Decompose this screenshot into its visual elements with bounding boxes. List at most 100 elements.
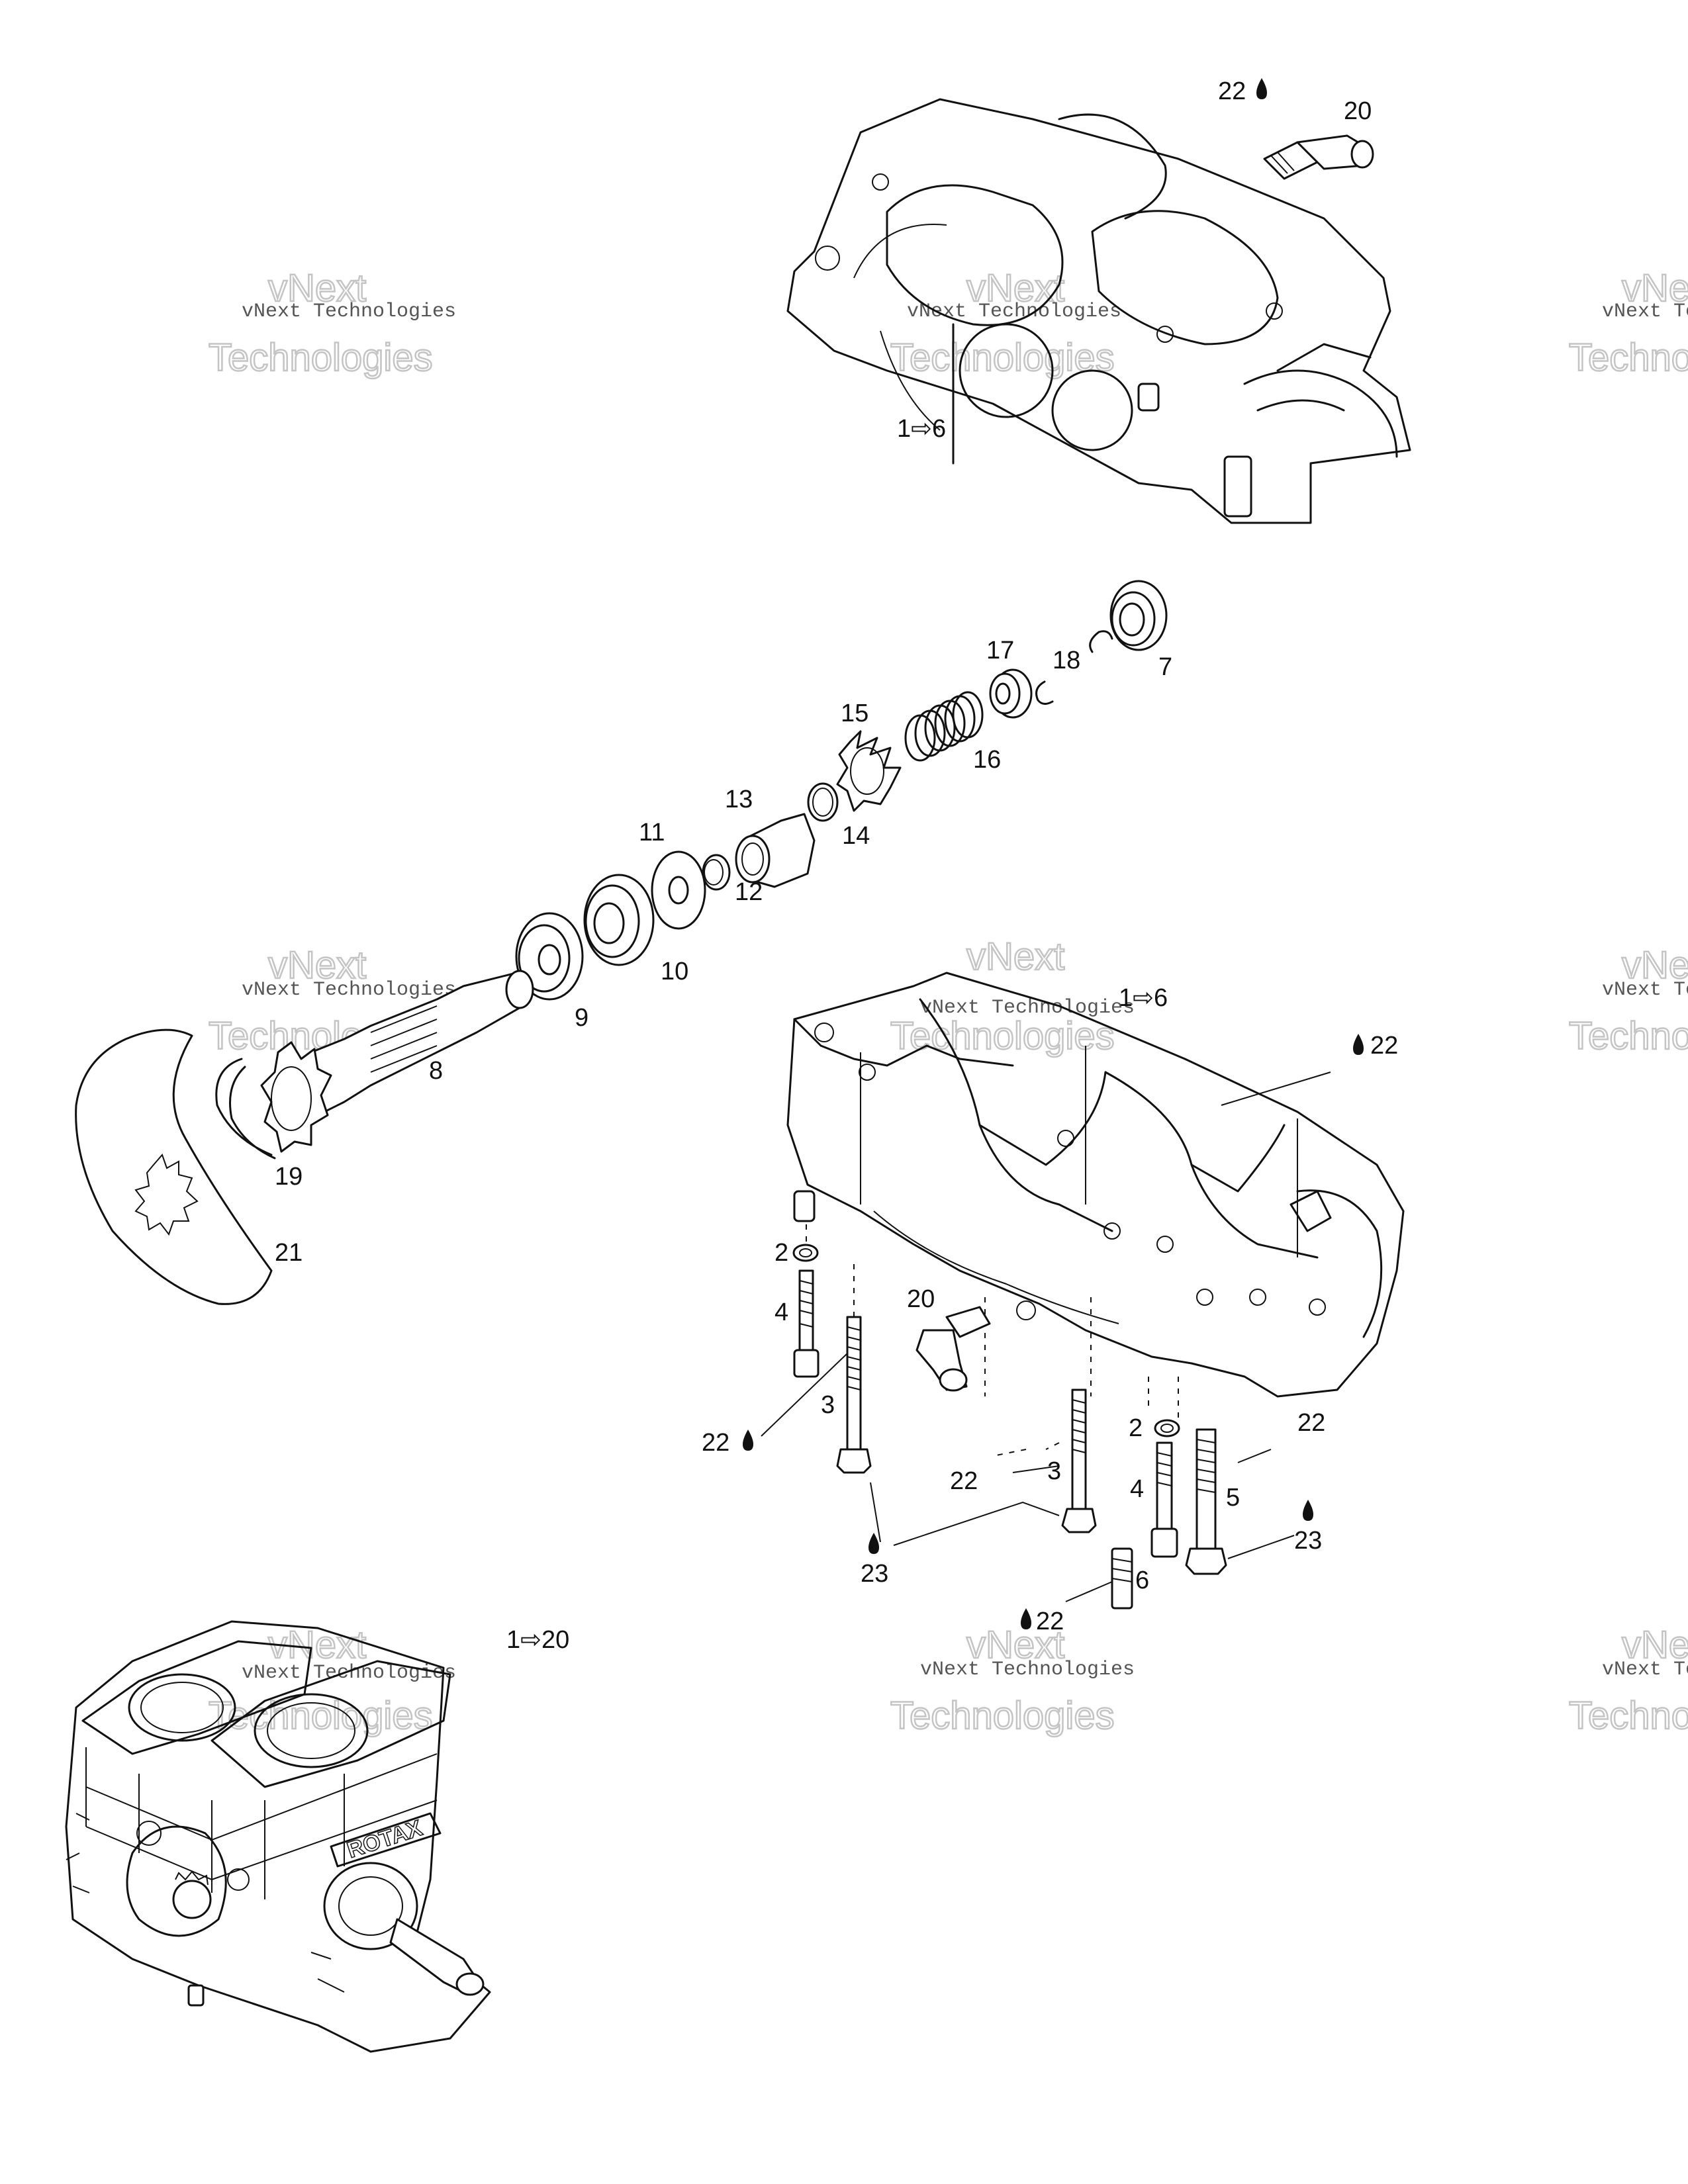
bearing-10 (583, 874, 655, 966)
label-4a: 4 (774, 1298, 788, 1326)
svg-text:vNext Technologies: vNext Technologies (1602, 1659, 1688, 1681)
svg-text:vNext Technologies: vNext Technologies (242, 979, 456, 1001)
label-8: 8 (429, 1057, 443, 1085)
label-14: 14 (842, 822, 870, 850)
seal-9 (515, 912, 584, 1001)
stud-6 (1111, 1547, 1133, 1610)
svg-text:vNext: vNext (1622, 944, 1688, 987)
label-15: 15 (841, 700, 868, 727)
label-12: 12 (735, 878, 763, 906)
label-22d: 22 (1297, 1409, 1325, 1437)
fitting-20-top (1263, 134, 1374, 180)
circlip-small (1035, 680, 1054, 705)
label-22a: 22 (1370, 1032, 1398, 1060)
label-22b: 22 (702, 1429, 729, 1457)
bolt-4a (793, 1269, 820, 1378)
label-11: 11 (639, 819, 665, 846)
callout-labels: 1⇨6 1⇨6 1⇨20 7 8 9 10 11 12 13 14 15 16 … (275, 77, 1398, 1654)
bolt-3a (836, 1316, 872, 1474)
assembly-lines (806, 1224, 1179, 1423)
svg-text:vNext Technologies: vNext Technologies (242, 1662, 456, 1684)
oil-drop-icon (868, 1533, 879, 1554)
oil-drop-icon (1256, 78, 1267, 99)
ref-engine: 1⇨20 (506, 1626, 569, 1654)
svg-text:vNext Technologies: vNext Technologies (1602, 979, 1688, 1001)
label-22c: 22 (950, 1467, 978, 1495)
label-3b: 3 (1047, 1457, 1061, 1485)
svg-text:vNext Technologies: vNext Technologies (242, 300, 456, 323)
label-4b: 4 (1130, 1475, 1144, 1503)
svg-text:Technologies: Technologies (890, 1015, 1115, 1058)
svg-text:vNext: vNext (268, 267, 366, 310)
svg-text:vNext: vNext (966, 267, 1064, 310)
label-23a: 23 (861, 1560, 888, 1588)
fitting-20-lower (915, 1306, 991, 1392)
svg-text:vNext: vNext (268, 944, 366, 987)
svg-text:Technologies: Technologies (209, 336, 433, 379)
label-16: 16 (973, 746, 1001, 774)
watermark-5: vNext Technologies vNext Technologies (890, 934, 1135, 1059)
circlip-19 (215, 1058, 276, 1160)
label-2b: 2 (1129, 1414, 1143, 1442)
oil-drop-icon (1021, 1608, 1031, 1629)
bearing-7 (1109, 580, 1168, 651)
ref-upper-case: 1⇨6 (897, 415, 946, 443)
shaft-8 (260, 970, 534, 1153)
watermark-7: vNext Technologies vNext Technologies (208, 1623, 456, 1739)
label-7: 7 (1158, 653, 1172, 681)
label-22-top: 22 (1218, 77, 1246, 105)
label-10: 10 (661, 958, 688, 985)
washer-2a (792, 1244, 819, 1262)
label-9: 9 (575, 1004, 588, 1032)
gear-15 (836, 730, 902, 812)
svg-text:vNext: vNext (966, 935, 1064, 978)
bolt-5 (1185, 1428, 1227, 1575)
label-13: 13 (725, 786, 753, 813)
ref-lower-case: 1⇨6 (1119, 984, 1168, 1012)
svg-text:Technologies: Technologies (1569, 336, 1688, 379)
watermark-6: vNext Technologies vNext Technologies (1568, 943, 1688, 1059)
label-5: 5 (1226, 1484, 1240, 1512)
engine-brand-text: ROTAX (344, 1815, 426, 1863)
svg-text:Technologies: Technologies (890, 1694, 1115, 1737)
svg-text:vNext: vNext (1622, 1623, 1688, 1666)
label-3a: 3 (821, 1391, 835, 1419)
spring-16 (904, 691, 984, 762)
label-6: 6 (1135, 1567, 1149, 1594)
label-17: 17 (986, 637, 1014, 664)
watermark-1: vNext Technologies vNext Technologies (208, 266, 456, 381)
oil-drop-icon (743, 1430, 753, 1451)
ring-12 (702, 854, 731, 891)
svg-text:Technologies: Technologies (209, 1694, 433, 1737)
watermark-8: vNext Technologies vNext Technologies (890, 1623, 1135, 1739)
label-20b: 20 (907, 1285, 935, 1313)
svg-text:vNext: vNext (1622, 267, 1688, 310)
label-22e: 22 (1036, 1608, 1064, 1635)
svg-text:vNext: vNext (966, 1623, 1064, 1666)
svg-text:vNext Technologies: vNext Technologies (1602, 300, 1688, 323)
watermark-3: vNext Technologies vNext Technologies (1568, 266, 1688, 381)
label-2a: 2 (774, 1239, 788, 1267)
label-21: 21 (275, 1239, 303, 1267)
upper-crankcase-drawing (786, 98, 1411, 524)
label-19: 19 (275, 1163, 303, 1191)
engine-assembly-drawing (65, 1620, 491, 2053)
oil-drop-icon (1353, 1034, 1364, 1055)
svg-text:Technologies: Technologies (1569, 1015, 1688, 1058)
washer-11 (651, 850, 706, 930)
watermark-9: vNext Technologies vNext Technologies (1568, 1623, 1688, 1739)
label-20-top: 20 (1344, 97, 1372, 125)
svg-text:Technologies: Technologies (1569, 1694, 1688, 1737)
label-23b: 23 (1294, 1527, 1322, 1555)
svg-text:vNext Technologies: vNext Technologies (907, 300, 1121, 323)
label-18: 18 (1053, 647, 1080, 674)
washer-17 (989, 668, 1033, 719)
svg-text:vNext Technologies: vNext Technologies (920, 1659, 1135, 1681)
circlip-18 (1089, 630, 1113, 653)
washer-2b (1154, 1419, 1180, 1437)
lower-crankcase-drawing (786, 972, 1405, 1398)
bolt-4b (1150, 1441, 1178, 1558)
plate-21 (75, 1028, 273, 1305)
bushing-13 (735, 813, 816, 888)
